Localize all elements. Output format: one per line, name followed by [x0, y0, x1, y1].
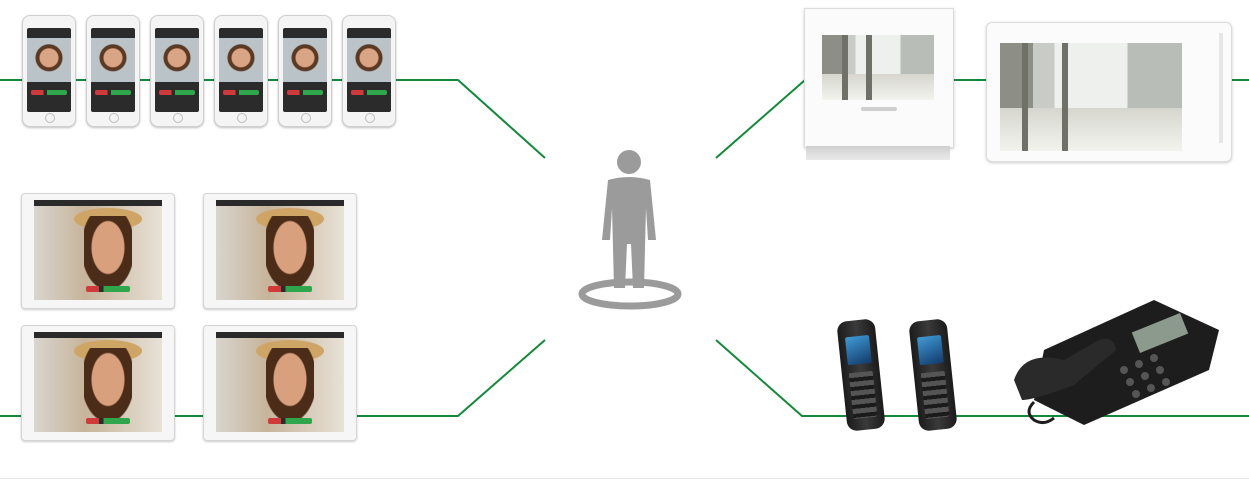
smartphone-1: [22, 15, 76, 127]
user-icon: [578, 150, 682, 310]
smartphone-6: [342, 15, 396, 127]
footer-divider: [0, 478, 1249, 479]
tablet-2: [203, 193, 357, 309]
smartphone-4: [214, 15, 268, 127]
line-smartphones: [0, 79, 546, 159]
smartphone-2: [86, 15, 140, 127]
monitor-stand: [806, 146, 950, 160]
smartphone-5: [278, 15, 332, 127]
desk-phone: [1014, 300, 1219, 425]
indoor-monitor-small: [804, 8, 954, 148]
indoor-monitor-large: [986, 22, 1232, 162]
smartphone-3: [150, 15, 204, 127]
tablet-4: [203, 325, 357, 441]
tablet-1: [21, 193, 175, 309]
tablet-3: [21, 325, 175, 441]
